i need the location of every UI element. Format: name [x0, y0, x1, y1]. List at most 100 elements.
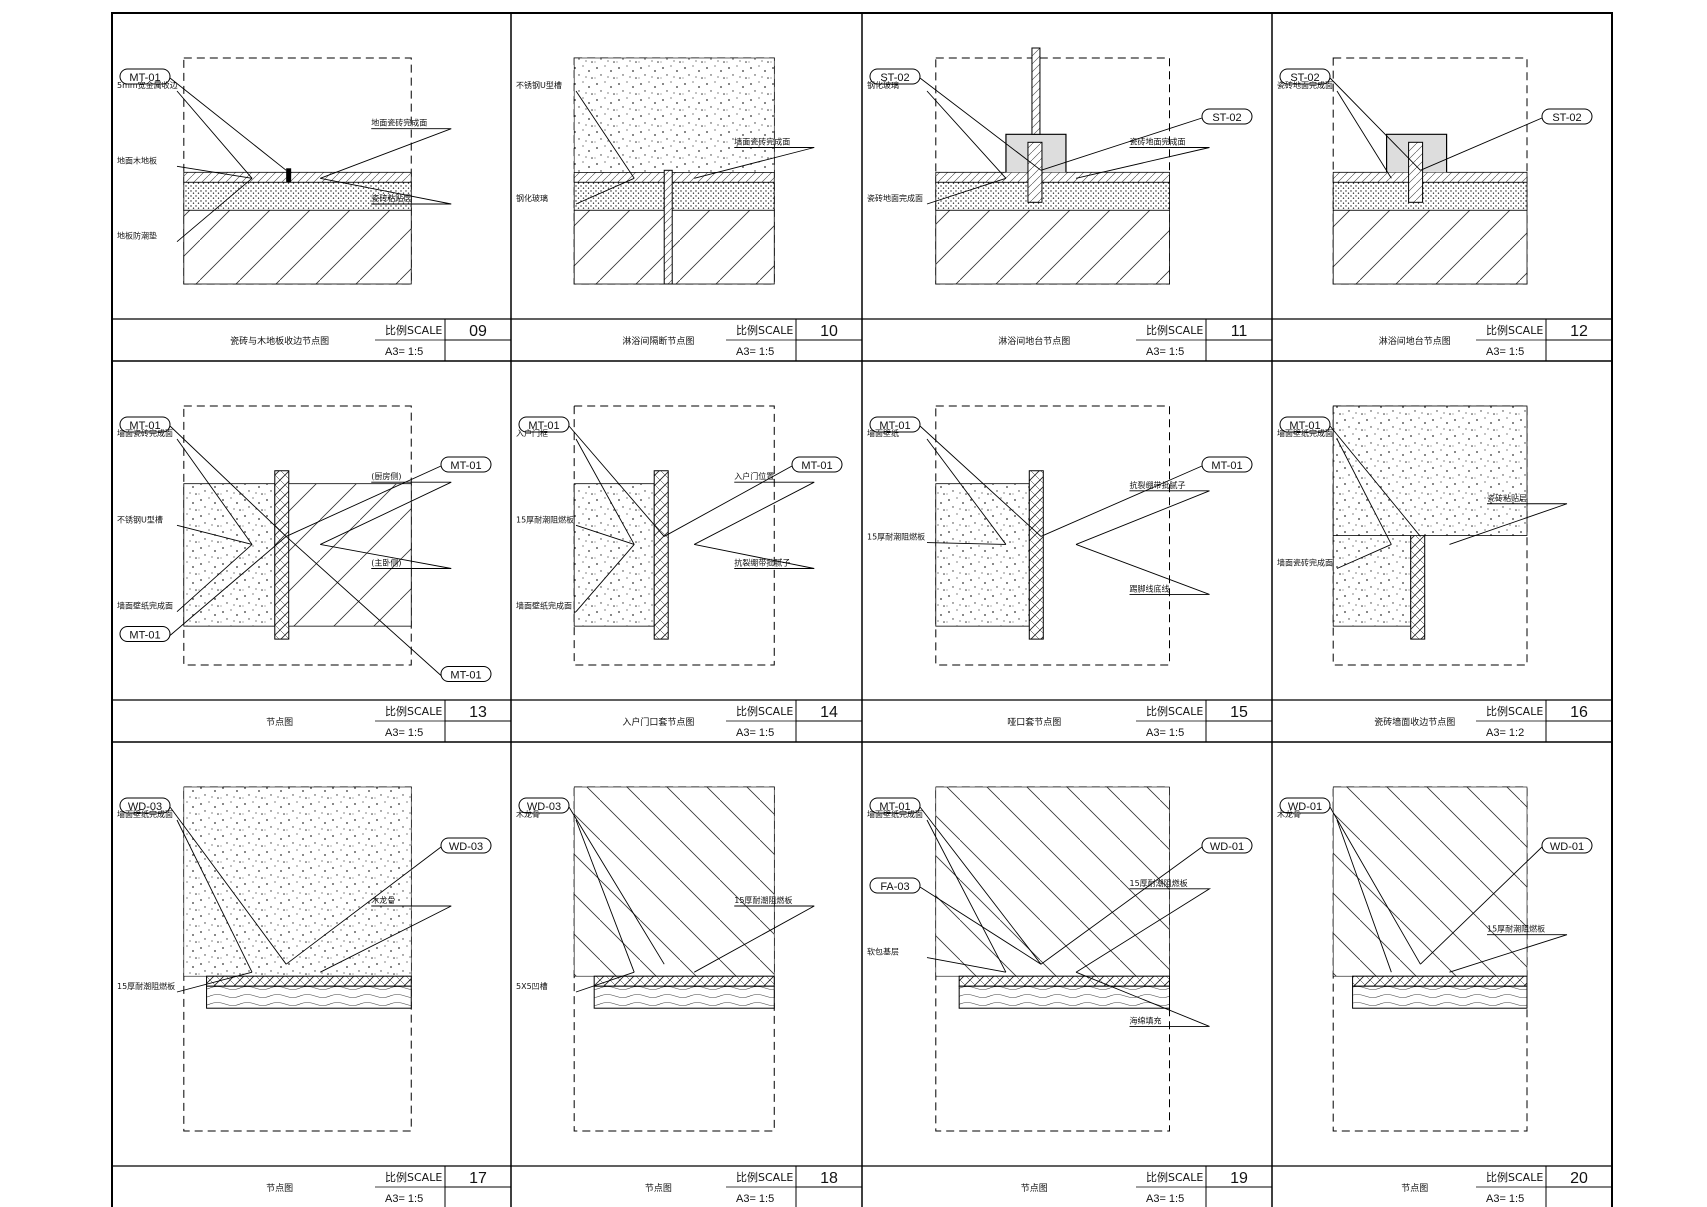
- detail-number: 09: [469, 323, 487, 340]
- annotation-label: 墙面壁纸完成面: [117, 809, 173, 819]
- annotation-label: 瓷砖地面完成面: [1130, 137, 1186, 147]
- callout-tag: WD-01: [1201, 837, 1253, 854]
- scale-label: 比例SCALE: [385, 704, 442, 718]
- detail-number: 18: [820, 1170, 838, 1187]
- annotation-label: 墙面壁纸完成面: [516, 601, 572, 611]
- callout-tag: WD-01: [1279, 797, 1331, 814]
- annotation-label: 软包基层: [867, 947, 899, 957]
- panel-title: 淋浴间地台节点图: [998, 335, 1070, 347]
- annotation-label: 不锈钢U型槽: [117, 514, 163, 524]
- annotation-label: 瓷砖粘贴层: [1487, 493, 1527, 503]
- callout-code: MT-01: [129, 72, 160, 84]
- view-boundary: [183, 57, 412, 285]
- scale-label: 比例SCALE: [736, 1170, 793, 1184]
- callout-tag: MT-01: [119, 416, 171, 433]
- annotation-label: 钢化玻璃: [867, 80, 899, 90]
- tiled-wall: [1332, 405, 1528, 536]
- annotation-label: 瓷砖地面完成面: [867, 193, 923, 203]
- annotation-label: 墙面壁纸: [867, 428, 899, 438]
- callout-tag: FA-03: [869, 877, 921, 894]
- callout-code: MT-01: [879, 801, 910, 813]
- callout-code: MT-01: [801, 460, 832, 472]
- scale-value: A3= 1:5: [1486, 1193, 1524, 1205]
- scale-value: A3= 1:5: [736, 1193, 774, 1205]
- scale-value: A3= 1:5: [1146, 727, 1184, 739]
- panel-title: 瓷砖与木地板收边节点图: [230, 335, 329, 347]
- callout-code: MT-01: [129, 420, 160, 432]
- scale-value: A3= 1:5: [736, 346, 774, 358]
- floor-finish-layer: [935, 171, 1170, 183]
- screed-layer: [935, 181, 1170, 211]
- glass-panel: [663, 169, 673, 285]
- wall-concrete: [573, 57, 775, 173]
- wood-veneer: [1352, 985, 1528, 1009]
- glass-panel: [1031, 47, 1041, 135]
- annotation-label: 墙面瓷砖完成面: [1277, 558, 1333, 568]
- panel-title: 节点图: [1021, 1183, 1048, 1194]
- board-layer: [593, 975, 775, 987]
- callout-tag: WD-03: [440, 837, 492, 854]
- callout-tag: MT-01: [869, 416, 921, 433]
- annotation-label: 不锈钢U型槽: [516, 80, 562, 90]
- callout-code: MT-01: [1289, 420, 1320, 432]
- annotation-label: 踢脚线底线: [1130, 583, 1170, 593]
- callout-tag: MT-01: [119, 68, 171, 85]
- screed-layer: [573, 181, 775, 211]
- annotation-label: 15厚耐潮阻燃板: [1487, 924, 1545, 934]
- callout-code: WD-03: [449, 841, 483, 853]
- wall-section: [183, 483, 276, 627]
- scale-label: 比例SCALE: [385, 323, 442, 337]
- scale-value: A3= 1:5: [385, 1193, 423, 1205]
- annotation-label: 抗裂绷带批腻子: [1130, 480, 1186, 490]
- callout-tag: MT-01: [869, 797, 921, 814]
- annotation-label: 木龙骨: [1277, 809, 1301, 819]
- wall-section: [573, 483, 655, 627]
- annotation-label: 墙面壁纸完成面: [867, 809, 923, 819]
- callout-code: MT-01: [879, 420, 910, 432]
- wall-section: [935, 483, 1030, 627]
- scale-label: 比例SCALE: [1146, 1170, 1203, 1184]
- panel-title: 入户门口套节点图: [622, 716, 694, 728]
- scale-label: 比例SCALE: [736, 704, 793, 718]
- scale-value: A3= 1:5: [1146, 1193, 1184, 1205]
- detail-number: 20: [1570, 1170, 1588, 1187]
- wood-veneer: [593, 985, 775, 1009]
- annotation-label: 15厚耐潮阻燃板: [117, 981, 175, 991]
- structure: [183, 786, 412, 977]
- detail-number: 15: [1230, 704, 1248, 721]
- callout-code: MT-01: [129, 630, 160, 642]
- callout-tag: MT-01: [1201, 456, 1253, 473]
- annotation-label: 入户门框: [516, 428, 548, 438]
- wood-veneer: [958, 985, 1170, 1009]
- callout-code: WD-03: [128, 801, 162, 813]
- annotation-label: (主卧侧): [371, 558, 401, 568]
- callout-tag: ST-02: [1541, 108, 1593, 125]
- scale-value: A3= 1:5: [1146, 346, 1184, 358]
- detail-number: 12: [1570, 323, 1588, 340]
- panel-title: 哑口套节点图: [1007, 716, 1061, 728]
- structure: [935, 786, 1170, 977]
- callout-code: MT-01: [450, 460, 481, 472]
- detail-number: 17: [469, 1170, 487, 1187]
- callout-code: MT-01: [1211, 460, 1242, 472]
- callout-tag: ST-02: [1279, 68, 1331, 85]
- structure: [1332, 786, 1528, 977]
- floor-finish-layer: [183, 171, 412, 183]
- metal-trim: [286, 168, 292, 183]
- scale-label: 比例SCALE: [1486, 704, 1543, 718]
- annotation-label: 15厚耐潮阻燃板: [734, 895, 792, 905]
- panel-title: 节点图: [266, 717, 293, 728]
- annotation-label: 木龙骨: [371, 895, 395, 905]
- callout-tag: ST-02: [869, 68, 921, 85]
- annotation-label: 墙面瓷砖完成面: [734, 137, 790, 147]
- annotation-label: 钢化玻璃: [516, 193, 548, 203]
- annotation-label: 墙面壁纸完成面: [117, 601, 173, 611]
- slab-layer: [935, 209, 1170, 285]
- scale-value: A3= 1:5: [385, 346, 423, 358]
- view-boundary: [1332, 57, 1528, 285]
- detail-number: 13: [469, 704, 487, 721]
- detail-number: 10: [820, 323, 838, 340]
